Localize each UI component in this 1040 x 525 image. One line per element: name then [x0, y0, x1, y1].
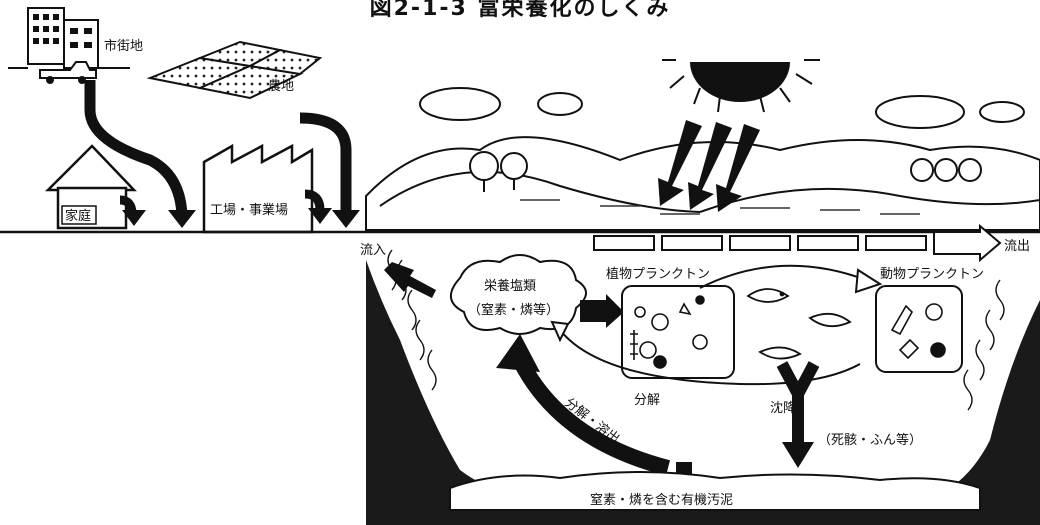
factory-building: [202, 143, 314, 234]
diagram-title: 図2-1-3 富栄養化のしくみ: [369, 0, 671, 21]
phytoplankton-label: 植物プランクトン: [606, 267, 710, 282]
uptake-arrow: [580, 294, 624, 328]
farmland-label: 農地: [268, 79, 294, 94]
zooplankton-label: 動物プランクトン: [880, 267, 984, 282]
farmland-fields: [146, 40, 323, 100]
clouds: [419, 87, 1025, 129]
dead-matter-label: （死骸・ふん等）: [818, 432, 922, 448]
phytoplankton-box: [621, 285, 735, 379]
inflow-label: 流入: [360, 243, 386, 258]
decomposition-return-arrowhead: [550, 320, 570, 343]
sludge-label: 窒素・燐を含む有機汚泥: [590, 492, 733, 508]
outflow-label: 流出: [1004, 239, 1030, 254]
city-label: 市街地: [104, 38, 143, 54]
fish: [746, 288, 852, 360]
household-house: [44, 144, 137, 230]
dissolve-arrow: [512, 356, 671, 476]
outflow-band: [593, 223, 1002, 263]
phyto-to-zoo-arrowhead: [854, 268, 883, 294]
decomposition-label: 分解: [634, 393, 660, 408]
trees: [469, 151, 982, 192]
water-ripples: [520, 199, 920, 215]
seaweed-right: [963, 279, 1005, 411]
nutrients-cloud: [450, 254, 587, 335]
decomposition-return-line: [559, 329, 861, 386]
nutrients-label-line2: （窒素・燐等）: [468, 302, 559, 318]
household-label: 家庭: [65, 208, 91, 224]
city-buildings: [8, 7, 130, 84]
dissolve-arrowhead: [496, 334, 540, 372]
factory-label: 工場・事業場: [210, 202, 288, 218]
sunlight-arrows: [658, 120, 760, 212]
land-runoff-arrows: [84, 80, 360, 228]
sludge-layer: [449, 471, 981, 511]
sedimentation-arrow: [776, 361, 820, 468]
sedimentation-label: 沈降: [770, 401, 796, 416]
zooplankton-box: [875, 285, 963, 373]
phyto-to-zoo-arrow: [699, 264, 867, 289]
nutrients-label-line1: 栄養塩類: [484, 278, 536, 294]
inflow-arrow: [384, 262, 436, 298]
sun: [662, 59, 820, 113]
